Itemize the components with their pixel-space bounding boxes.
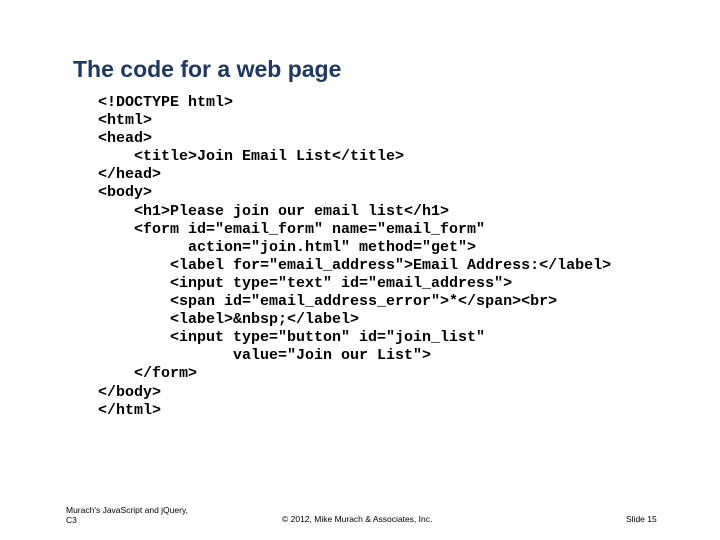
code-line: <input type="text" id="email_address"> (98, 274, 513, 292)
code-line: <head> (98, 130, 153, 148)
footer-book-title: Murach's JavaScript and jQuery, C3 (66, 505, 188, 525)
slide-number: Slide 15 (626, 514, 657, 524)
code-line: action="join.html" method="get"> (98, 238, 477, 256)
code-line: <title>Join Email List</title> (98, 148, 405, 166)
code-line: <html> (98, 112, 153, 130)
code-line: <body> (98, 184, 153, 202)
code-line: </body> (98, 383, 162, 401)
code-line: </form> (98, 365, 198, 383)
footer-copyright: © 2012, Mike Murach & Associates, Inc. (282, 514, 433, 524)
code-line: <h1>Please join our email list</h1> (98, 202, 450, 220)
code-line: <input type="button" id="join_list" (98, 329, 486, 347)
code-line: <span id="email_address_error">*</span><… (98, 293, 558, 311)
footer-book-line: Murach's JavaScript and jQuery, (66, 505, 188, 515)
code-line: <label for="email_address">Email Address… (98, 256, 612, 274)
code-line: </head> (98, 166, 162, 184)
code-block: <!DOCTYPE html> <html> <head> <title>Joi… (98, 94, 611, 420)
code-line: <!DOCTYPE html> (98, 94, 234, 111)
code-line: <label>&nbsp;</label> (98, 311, 360, 329)
code-line: </html> (98, 401, 162, 419)
code-line: <form id="email_form" name="email_form" (98, 220, 486, 238)
footer-book-line: C3 (66, 515, 77, 525)
code-line: value="Join our List"> (98, 347, 432, 365)
slide-title: The code for a web page (73, 56, 342, 82)
